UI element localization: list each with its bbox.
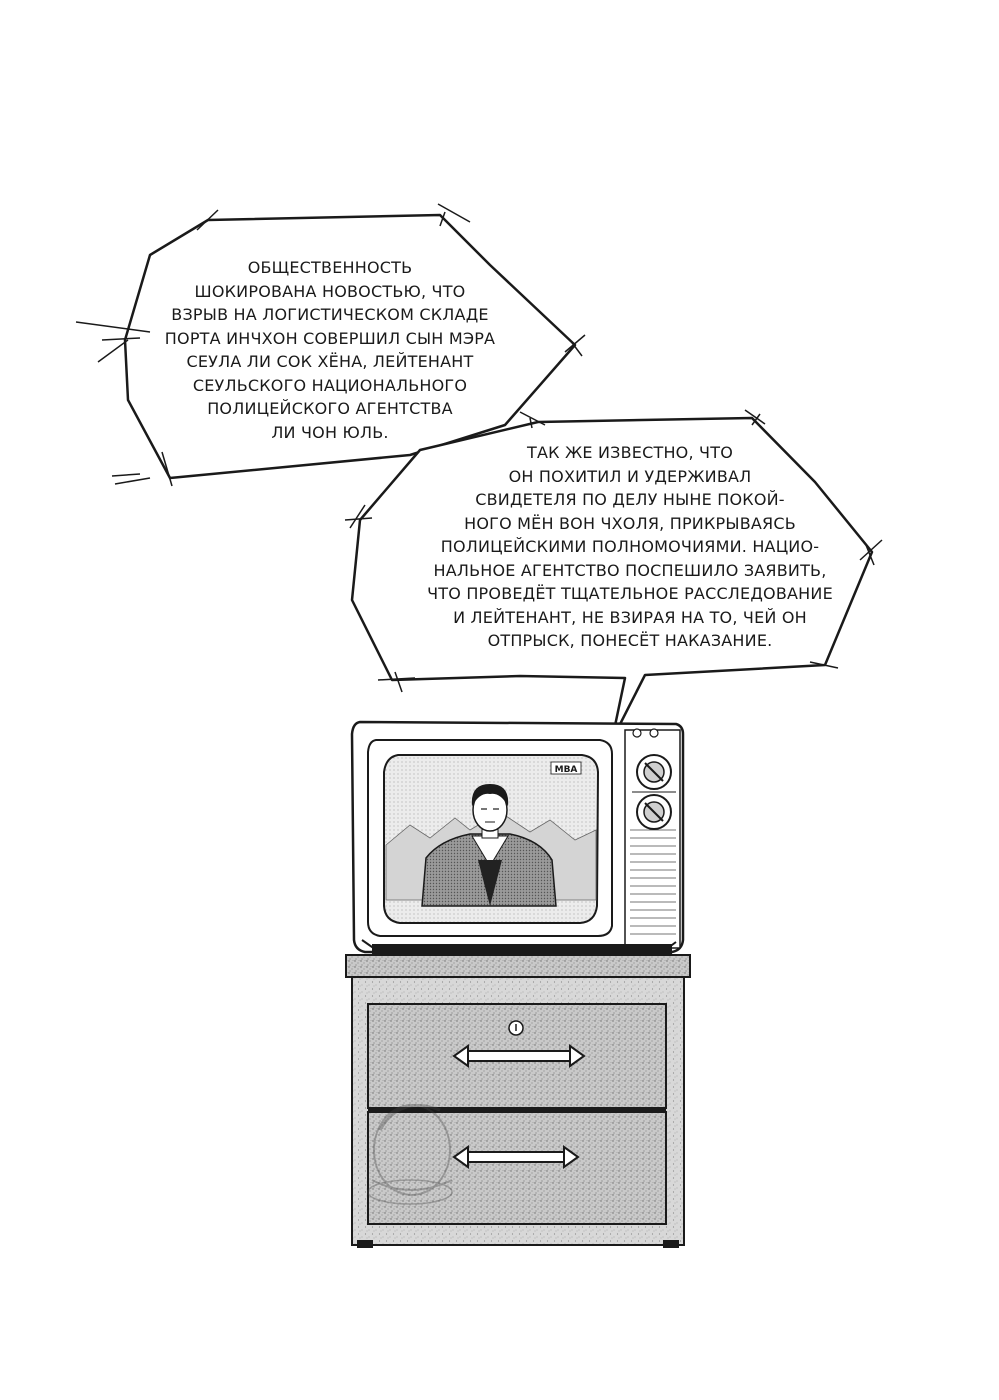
bubble-line: нальное агентство поспешило заявить,	[433, 560, 827, 580]
speech-bubble-2	[344, 409, 883, 742]
speech-bubble-1	[75, 203, 586, 487]
bubble-line: порта Инчхон совершил сын мэра	[164, 328, 496, 348]
drawer-handle-bottom	[452, 1145, 580, 1169]
news-bubble-2-text: Так же известно, что он похитил и удержив…	[404, 441, 856, 653]
bubble-line: Ли Чон Юль.	[271, 422, 389, 442]
drawer-handle-top	[452, 1044, 586, 1068]
bubble-line: полицейского агентства	[207, 399, 453, 418]
nightstand	[345, 954, 691, 1248]
channel-logo-box	[550, 761, 582, 775]
drawer-bottom	[367, 1111, 667, 1225]
bubble-line: полицейскими полномочиями. Нацио-	[440, 537, 820, 556]
bubble-line: взрыв на логистическом складе	[171, 305, 489, 324]
bubble-line: что проведёт тщательное расследование	[427, 584, 833, 603]
bubble-line: шокирована новостью, что	[194, 281, 466, 301]
bubble-line: Сеульского национального	[192, 375, 468, 395]
channel-logo: MBA	[555, 765, 578, 775]
news-bubble-1-text: Общественность шокирована новостью, что вз…	[140, 256, 520, 444]
bubble-line: Общественность	[247, 258, 413, 277]
bubble-line: свидетеля по делу ныне покой-	[475, 490, 785, 509]
bubble-line: Так же известно, что	[527, 443, 733, 462]
bubble-line: он похитил и удерживал	[508, 466, 752, 486]
news-anchor	[421, 784, 557, 907]
watermark	[367, 1104, 453, 1205]
bubble-line: и лейтенант, не взирая на то, чей он	[453, 607, 807, 627]
bubble-line: отпрыск, понесёт наказание.	[487, 631, 773, 650]
tv-knobs	[632, 728, 676, 830]
bubble-line: ного Мён Вон Чхоля, прикрываясь	[464, 513, 796, 533]
bubble-line: Сеула Ли Сок Хёна, лейтенант	[186, 352, 474, 371]
television: MBA	[350, 720, 685, 955]
